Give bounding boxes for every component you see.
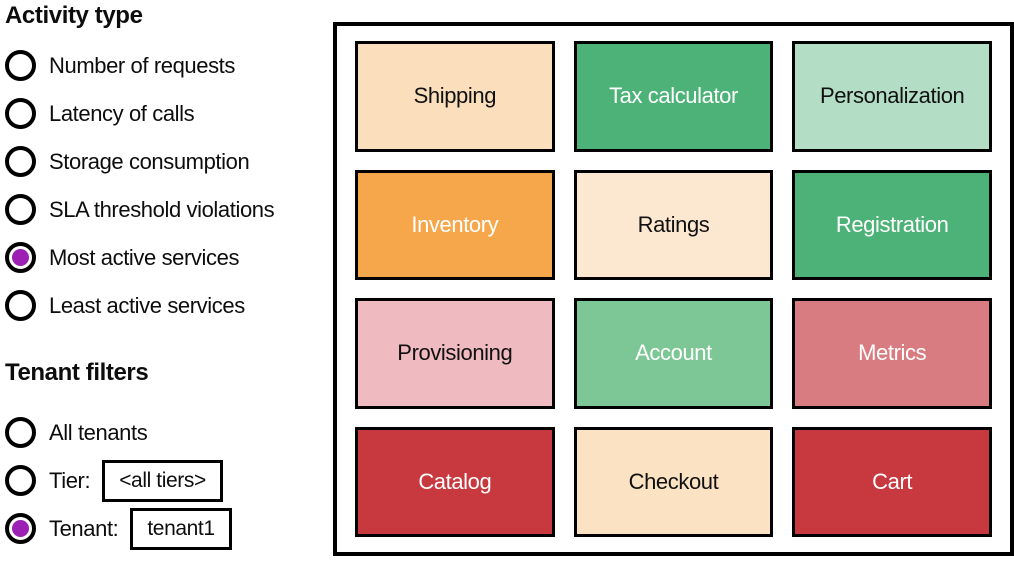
radio-button-icon[interactable] [5,513,36,545]
radio-option-all-tenants[interactable]: All tenants [5,412,333,454]
radio-option-most-active-services[interactable]: Most active services [5,237,333,279]
radio-option-latency-of-calls[interactable]: Latency of calls [5,93,333,135]
radio-option-label: SLA threshold violations [49,196,275,222]
radio-button-icon[interactable] [5,146,36,178]
radio-dot [12,249,29,267]
radio-option-label: Most active services [49,244,240,270]
radio-button-icon[interactable] [5,50,36,82]
services-activity-grid: Shipping Tax calculator Personalization … [333,22,1014,556]
radio-option-label: Latency of calls [49,100,195,126]
tenant-input[interactable]: tenant1 [130,507,232,550]
tenant-filters-heading: Tenant filters [5,358,149,386]
radio-option-storage-consumption[interactable]: Storage consumption [5,141,333,183]
radio-button-icon[interactable] [5,98,36,130]
tile-checkout[interactable]: Checkout [573,426,774,537]
tier-input[interactable]: <all tiers> [102,459,223,502]
radio-button-icon[interactable] [5,417,36,449]
radio-dot [12,520,29,538]
radio-dot [12,297,29,314]
tile-tax-calculator[interactable]: Tax calculator [573,41,774,152]
radio-dot [12,201,29,218]
radio-button-icon[interactable] [5,194,36,226]
radio-option-number-of-requests[interactable]: Number of requests [5,45,333,87]
tile-personalization[interactable]: Personalization [792,41,992,152]
radio-option-label: Tenant: [49,515,119,541]
tile-registration[interactable]: Registration [792,169,992,280]
radio-button-icon[interactable] [5,465,36,497]
radio-dot [12,105,29,122]
radio-button-icon[interactable] [5,242,36,274]
tile-catalog[interactable]: Catalog [355,426,555,537]
activity-type-heading: Activity type [5,2,143,29]
radio-dot [12,424,29,441]
radio-option-tier[interactable]: Tier: <all tiers> [5,459,333,502]
tile-inventory[interactable]: Inventory [355,169,555,280]
tile-metrics[interactable]: Metrics [792,298,992,409]
tile-shipping[interactable]: Shipping [355,41,555,152]
filters-sidebar: Activity type Number of requests Latency… [5,0,333,556]
radio-dot [12,153,29,170]
tile-cart[interactable]: Cart [792,426,992,537]
radio-option-label: Tier: [49,467,91,493]
radio-option-label: Storage consumption [49,148,250,174]
tile-account[interactable]: Account [573,298,774,409]
radio-option-label: Number of requests [49,52,235,78]
radio-dot [12,57,29,74]
radio-option-sla-threshold-violations[interactable]: SLA threshold violations [5,189,333,231]
radio-option-label: All tenants [49,419,148,445]
radio-option-least-active-services[interactable]: Least active services [5,285,333,327]
radio-dot [12,472,29,489]
radio-option-label: Least active services [49,292,245,318]
radio-option-tenant[interactable]: Tenant: tenant1 [5,507,333,550]
radio-button-icon[interactable] [5,290,36,322]
tile-ratings[interactable]: Ratings [573,169,774,280]
tile-provisioning[interactable]: Provisioning [355,298,555,409]
